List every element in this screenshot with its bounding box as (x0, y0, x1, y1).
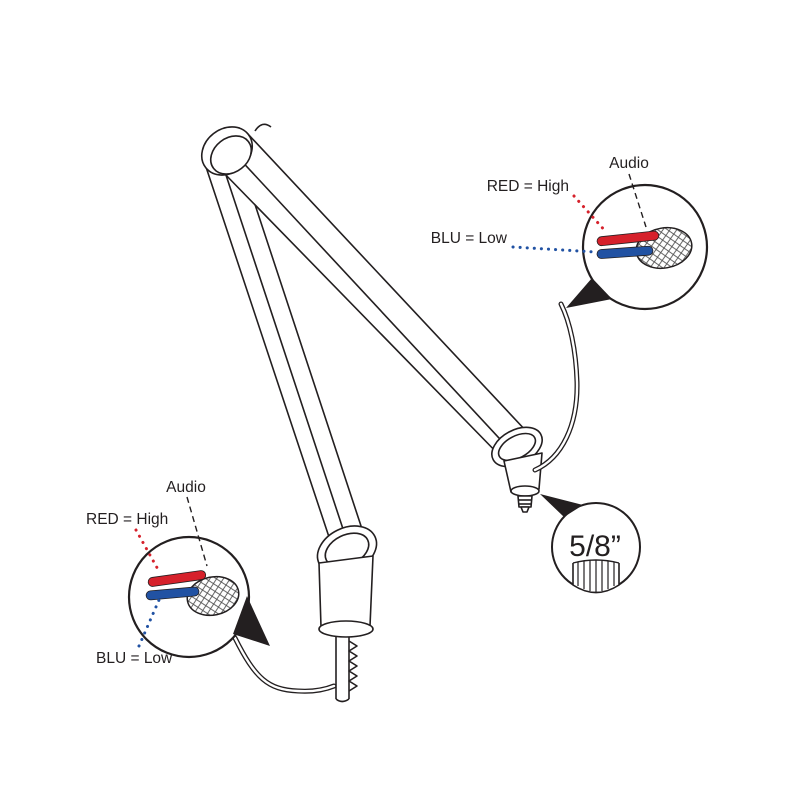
magnifier-pointer (566, 278, 612, 308)
wire-red (147, 570, 207, 587)
cables (232, 301, 580, 694)
mic-coupler-base (510, 485, 540, 497)
ratchet-teeth (348, 640, 358, 692)
magnifier-pointer (540, 494, 583, 517)
thread-detail-threads (577, 560, 615, 592)
upper-arm-edge-line (235, 154, 513, 453)
thread-stud (517, 495, 533, 508)
audio-label: Audio (609, 155, 649, 172)
cable-sheath-braid (186, 575, 240, 617)
lower-arm-edge-line (221, 162, 347, 539)
top-pivot-cap-rim (209, 135, 253, 175)
blue-leader-line (511, 245, 598, 254)
audio-label: Audio (166, 479, 206, 496)
clamp-flange (318, 620, 374, 638)
wire-blue (596, 245, 654, 259)
red-leader-line (134, 528, 162, 575)
thread-stud-tip (520, 506, 530, 513)
thread-detail-outline (572, 563, 620, 594)
boom-arm (200, 123, 543, 703)
callout-lower-left: Audio RED = High BLU = Low (86, 479, 270, 667)
blu-low-label: BLU = Low (96, 650, 173, 667)
callout-upper-right: Audio RED = High BLU = Low (431, 155, 709, 311)
wire-red (596, 230, 660, 247)
magnifier-pointer (233, 596, 270, 646)
cable-upper-core (533, 302, 579, 472)
red-high-label: RED = High (86, 511, 168, 528)
ratchet-bottom (335, 698, 350, 703)
callout-thread-size: 5/8” (540, 494, 641, 594)
thread-size-label: 5/8” (569, 530, 621, 563)
red-high-label: RED = High (487, 178, 569, 195)
audio-leader-line (186, 496, 208, 567)
red-leader-line (572, 194, 609, 235)
blu-low-label: BLU = Low (431, 230, 508, 247)
cable-lower-core (233, 636, 336, 693)
cap-clip-detail (254, 123, 272, 132)
wire-blue (145, 586, 200, 601)
blue-leader-line (137, 598, 161, 648)
